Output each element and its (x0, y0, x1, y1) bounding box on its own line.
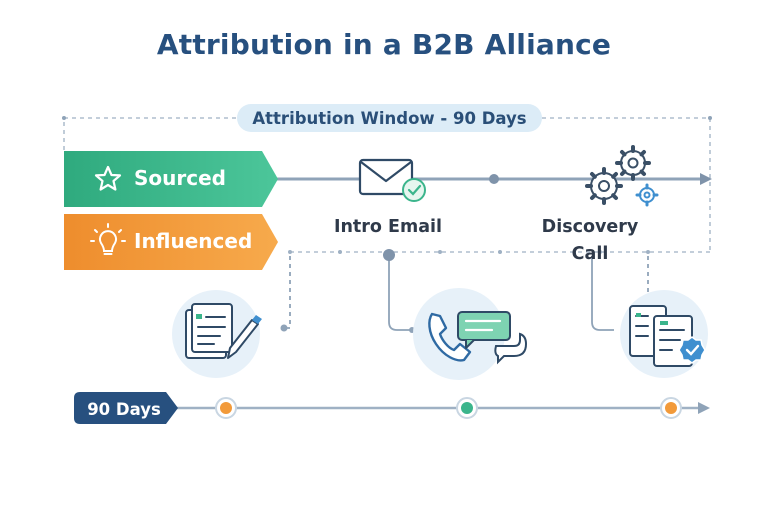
intro-email-label: Intro Email (333, 217, 443, 237)
sourced-label: Sourced (134, 166, 226, 190)
frame-ticks (62, 116, 712, 120)
dotted-row (288, 250, 650, 254)
connector-node (489, 174, 499, 184)
timeline-badge (74, 392, 178, 424)
lightbulb-icon (90, 223, 126, 255)
phone-chat-icon (413, 288, 528, 380)
influenced-banner (64, 214, 278, 270)
documents-check-icon (620, 290, 708, 378)
envelope-icon (358, 158, 426, 202)
diagram-title: Attribution in a B2B Alliance (156, 28, 612, 61)
timeline-marker-orange (215, 397, 237, 419)
sourced-banner (64, 151, 278, 207)
attribution-window-pill: Attribution Window - 90 Days (237, 104, 542, 132)
connector-node (280, 324, 288, 332)
lower-connectors (282, 256, 649, 331)
star-icon (94, 165, 122, 191)
timeline-marker-orange (660, 397, 682, 419)
influenced-label: Influenced (134, 229, 253, 253)
gears-icon (585, 145, 659, 207)
timeline-badge-label: 90 Days (87, 399, 161, 419)
timeline-marker-green (456, 397, 478, 419)
discovery-call-label-line1: Discovery (541, 217, 639, 237)
discovery-call-label-line2: Call (571, 244, 609, 264)
main-connector-arrow (700, 173, 712, 185)
connector-node (383, 249, 395, 261)
document-pen-icon (172, 290, 262, 378)
arrow-icon (698, 402, 710, 414)
